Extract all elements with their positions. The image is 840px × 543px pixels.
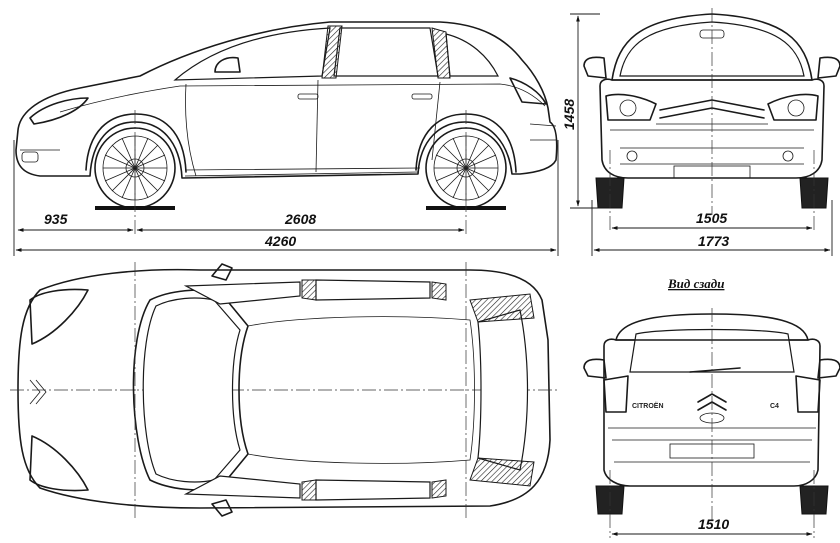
wheelbase-label: 2608 bbox=[284, 211, 316, 227]
overall-length-label: 4260 bbox=[264, 233, 296, 249]
front-left-headlamp bbox=[605, 93, 657, 121]
top-windscreen bbox=[142, 297, 241, 483]
height-label: 1458 bbox=[561, 99, 577, 130]
front-right-headlamp bbox=[767, 93, 819, 121]
rear-left-mirror bbox=[583, 358, 607, 379]
front-left-mirror bbox=[583, 56, 607, 79]
rear-track-label: 1510 bbox=[698, 516, 729, 532]
side-quarter-window bbox=[445, 33, 499, 77]
model-badge: C4 bbox=[770, 403, 779, 410]
side-dimensions: 935 2608 4260 bbox=[13, 140, 559, 256]
side-front-window bbox=[173, 27, 331, 81]
side-rear-window bbox=[333, 27, 439, 77]
front-track-label: 1505 bbox=[696, 210, 727, 226]
rear-chevron-upper bbox=[697, 393, 727, 403]
front-dimensions: 1458 1505 1773 bbox=[561, 13, 833, 256]
top-right-headlamp bbox=[29, 435, 89, 492]
top-rear-window bbox=[477, 309, 529, 471]
brand-badge: CITROËN bbox=[632, 402, 664, 410]
side-headlamp bbox=[29, 97, 89, 125]
overall-width-label: 1773 bbox=[698, 233, 729, 249]
top-right-mirror bbox=[211, 499, 233, 517]
front-overhang-label: 935 bbox=[44, 211, 68, 227]
front-left-tyre bbox=[595, 177, 625, 209]
front-view bbox=[583, 8, 840, 232]
side-mirror bbox=[214, 56, 241, 73]
top-left-headlamp bbox=[29, 288, 89, 345]
rear-right-taillamp bbox=[795, 375, 821, 413]
side-view bbox=[15, 21, 558, 235]
rear-dimensions: 1510 bbox=[611, 516, 813, 536]
rear-view-caption: Вид сзади bbox=[667, 276, 724, 291]
side-taillamp bbox=[509, 77, 547, 105]
rear-left-taillamp bbox=[603, 375, 629, 413]
top-left-mirror bbox=[211, 263, 233, 281]
top-view bbox=[10, 262, 560, 520]
rear-right-mirror bbox=[817, 358, 840, 379]
front-right-mirror bbox=[817, 56, 840, 79]
front-right-tyre bbox=[799, 177, 829, 209]
rear-view: CITROËN C4 bbox=[583, 308, 840, 538]
